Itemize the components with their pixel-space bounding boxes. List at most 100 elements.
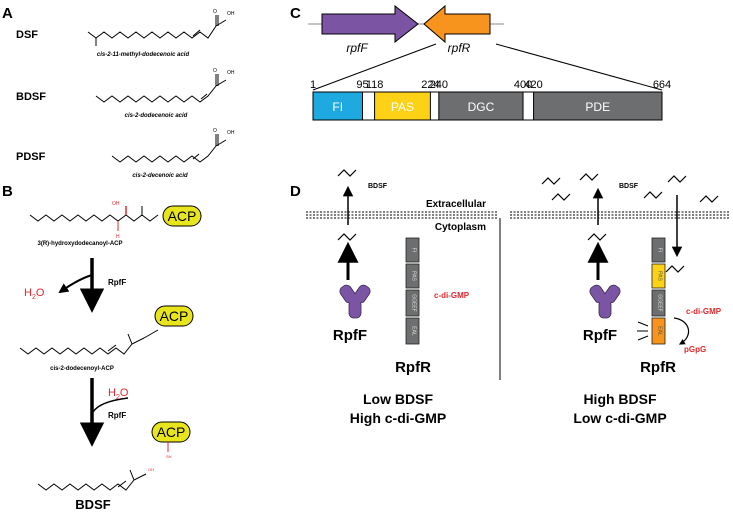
bdsf-product-label: BDSF — [75, 497, 110, 512]
svg-text:FI: FI — [411, 248, 417, 252]
svg-text:O: O — [213, 128, 217, 134]
pdsf-name: cis-2-decenoic acid — [132, 173, 188, 179]
svg-text:PAS: PAS — [411, 271, 417, 281]
svg-text:OH: OH — [112, 201, 120, 207]
rpfr-label-left: RpfR — [395, 359, 431, 376]
domain-dgc-label: DGC — [468, 100, 495, 114]
bdsf-product-structure — [37, 473, 147, 491]
svg-text:SH: SH — [166, 454, 172, 459]
residue-tick-label: 118 — [366, 79, 384, 91]
left-caption-line-1: Low BDSF — [363, 391, 433, 407]
dsf-abbr: DSF — [16, 29, 38, 41]
pgpg-label: pGpG — [684, 345, 706, 354]
svg-text:EAL: EAL — [657, 326, 663, 336]
svg-text:OH: OH — [227, 130, 235, 136]
right-caption-line-1: High BDSF — [583, 391, 657, 407]
svg-text:GGEEF: GGEEF — [411, 294, 417, 312]
pdsf-structure — [111, 145, 217, 163]
svg-text:O: O — [213, 9, 217, 15]
svg-text:PAS: PAS — [657, 271, 663, 281]
hydrolysis-arrow — [673, 317, 690, 345]
activity-lines — [637, 321, 649, 341]
panel-b: B OH H ACP 3(R)-hydroxydodecanoyl-ACP Rp… — [2, 183, 202, 512]
dodecenoyl-structure — [19, 337, 145, 355]
bdsf-label-right: BDSF — [619, 183, 639, 190]
cytoplasm-label: Cytoplasm — [435, 222, 486, 233]
bdsf-molecule — [337, 169, 357, 177]
pdsf-abbr: PDSF — [16, 151, 46, 163]
rpff-label-left: RpfF — [333, 327, 367, 344]
water-in: H2O — [108, 387, 129, 401]
svg-text:EAL: EAL — [411, 326, 417, 336]
svg-text:ACP: ACP — [157, 424, 186, 440]
rpfr-protein-left: FI PAS GGEEF EAL — [405, 237, 420, 345]
membrane-left — [306, 211, 498, 219]
domain-fi-label: FI — [332, 100, 343, 114]
rpff-label-right: RpfF — [583, 327, 617, 344]
rpff-gene-arrow — [321, 4, 419, 44]
bdsf-molecules-extracellular — [541, 173, 719, 203]
water-release-arrow — [58, 274, 93, 294]
hydroxyacyl-structure — [29, 214, 159, 222]
domain-pas — [374, 91, 431, 121]
zoom-line-left — [312, 43, 437, 91]
rpfr-gene-label: rpfR — [448, 41, 471, 55]
panel-a-label: A — [2, 5, 13, 22]
acp-badge-2 — [154, 305, 194, 327]
domain-pas-label: PAS — [391, 100, 414, 114]
domain-layer: FI PAS DGC PDE — [312, 91, 663, 121]
residue-tick-label: 400 — [514, 79, 532, 91]
svg-text:OH: OH — [227, 11, 235, 17]
bdsf-molecule — [337, 233, 357, 241]
rpff-enzyme-1: RpfF — [108, 278, 126, 287]
domain-dgc — [438, 91, 524, 121]
acp-badge-3 — [151, 421, 191, 443]
bdsf-bound-molecule — [665, 265, 685, 273]
water-in-arrow — [92, 397, 129, 413]
panel-d-label: D — [290, 183, 301, 200]
domain-fi — [312, 91, 363, 121]
panel-c-label: C — [290, 5, 301, 22]
cdigmp-right: c-di-GMP — [686, 307, 722, 316]
domain-pde-label: PDE — [585, 100, 610, 114]
rpff-enzyme-2: RpfF — [108, 411, 126, 420]
panel-d: D Extracellular Cytoplasm BDSF RpfF — [290, 169, 730, 426]
extracellular-label: Extracellular — [426, 199, 486, 210]
intermediate-2-label: cis-2-dodecenoyl-ACP — [50, 366, 114, 372]
left-caption-line-2: High c-di-GMP — [350, 410, 446, 426]
bdsf-label-left: BDSF — [368, 183, 388, 190]
rpfr-label-right: RpfR — [640, 359, 676, 376]
bdsf-molecule — [587, 233, 607, 241]
svg-text:GGEEF: GGEEF — [657, 294, 663, 312]
rpff-protein-right — [589, 284, 621, 319]
rpff-gene-label: rpfF — [346, 41, 368, 55]
bdsf-structure — [95, 85, 217, 103]
rpff-protein-left — [339, 284, 371, 319]
svg-text:OH: OH — [148, 467, 154, 472]
svg-text:OH: OH — [227, 70, 235, 76]
domain-pde — [533, 91, 663, 121]
dsf-name: cis-2-11-methyl-dodecenoic acid — [97, 52, 190, 58]
residue-tick-label: 420 — [524, 79, 542, 91]
svg-text:ACP: ACP — [168, 208, 197, 224]
panel-a: A DSF OH O cis-2-11-methyl-dodecenoic ac… — [2, 5, 235, 179]
cdigmp-left: c-di-GMP — [434, 291, 470, 300]
svg-text:O: O — [213, 68, 217, 74]
residue-tick-label: 240 — [430, 79, 448, 91]
residue-tick-label: 1 — [310, 79, 316, 91]
membrane-right — [510, 211, 730, 219]
residue-tick-label: 664 — [653, 79, 671, 91]
panel-b-label: B — [2, 183, 13, 200]
rpfr-protein-right: FI PAS GGEEF EAL — [651, 237, 666, 345]
bdsf-name: cis-2-dodecenoic acid — [125, 113, 188, 119]
rpfr-gene-arrow — [423, 4, 491, 44]
right-caption-line-2: Low c-di-GMP — [573, 410, 666, 426]
dsf-structure — [87, 25, 217, 39]
bdsf-abbr: BDSF — [16, 91, 46, 103]
water-out: H2O — [24, 287, 45, 301]
svg-text:ACP: ACP — [160, 308, 189, 324]
svg-text:FI: FI — [657, 248, 663, 252]
